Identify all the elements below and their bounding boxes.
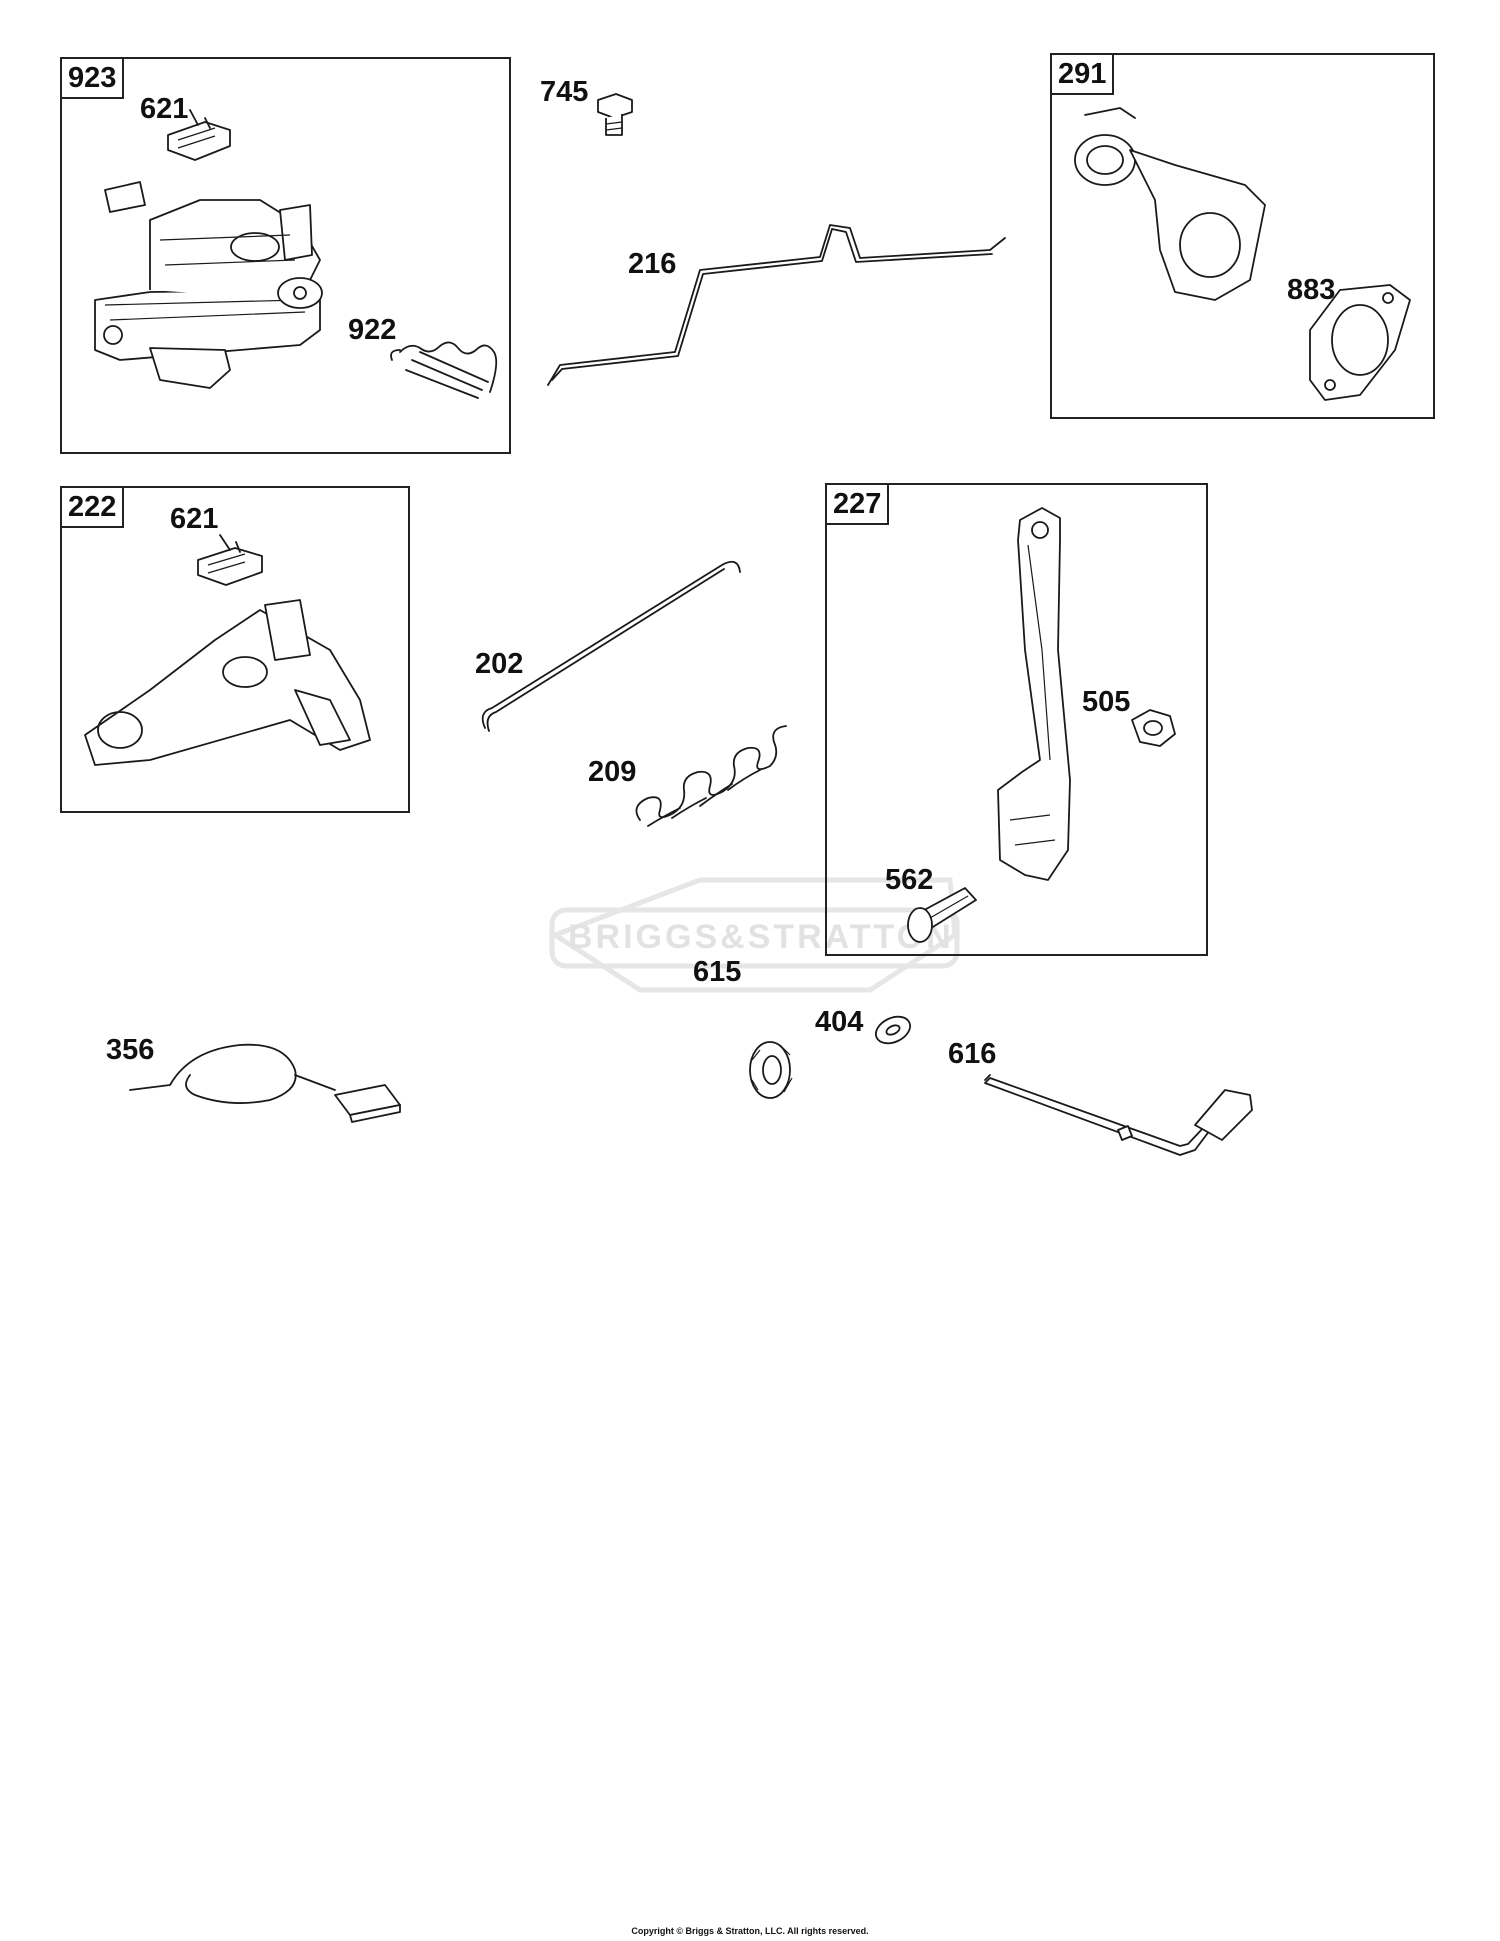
callout-209: 209 bbox=[588, 756, 637, 788]
callout-883: 883 bbox=[1287, 274, 1336, 306]
clip-621-top-drawing bbox=[167, 109, 231, 161]
bracket-222-drawing bbox=[84, 599, 371, 766]
link-rod-216-drawing bbox=[547, 224, 1006, 386]
bushing-615-drawing bbox=[749, 1041, 793, 1099]
callout-615: 615 bbox=[693, 956, 742, 988]
callout-745: 745 bbox=[540, 76, 589, 108]
callout-356: 356 bbox=[106, 1034, 155, 1066]
assembly-box-923: 923 bbox=[60, 57, 511, 454]
watermark-text: BRIGGS&STRATTON bbox=[568, 918, 954, 956]
assembly-box-222: 222 bbox=[60, 486, 410, 813]
nut-505-drawing bbox=[1131, 709, 1176, 747]
spring-209-drawing bbox=[635, 725, 787, 827]
callout-562: 562 bbox=[885, 864, 934, 896]
rod-202-drawing bbox=[481, 560, 741, 732]
solenoid-bracket-291-drawing bbox=[1074, 107, 1266, 301]
lever-616-drawing bbox=[984, 1074, 1253, 1156]
callout-505: 505 bbox=[1082, 686, 1131, 718]
governor-control-923-drawing bbox=[94, 181, 323, 389]
callout-216: 216 bbox=[628, 248, 677, 280]
callout-923: 923 bbox=[60, 57, 125, 99]
assembly-box-291: 291 bbox=[1050, 53, 1435, 419]
pin-562-drawing bbox=[907, 887, 977, 943]
callout-616: 616 bbox=[948, 1038, 997, 1070]
copyright-notice: Copyright © Briggs & Stratton, LLC. All … bbox=[631, 1926, 869, 1936]
bolt-745-drawing bbox=[597, 93, 633, 136]
gasket-883-drawing bbox=[1309, 284, 1411, 401]
washer-404-drawing bbox=[875, 1015, 911, 1045]
callout-227: 227 bbox=[825, 483, 890, 525]
callout-621-top: 621 bbox=[140, 93, 189, 125]
callout-291: 291 bbox=[1050, 53, 1115, 95]
clip-621-lower-drawing bbox=[197, 534, 263, 586]
wire-356-drawing bbox=[129, 1043, 401, 1123]
callout-202: 202 bbox=[475, 648, 524, 680]
callout-222: 222 bbox=[60, 486, 125, 528]
spring-922-drawing bbox=[390, 341, 498, 399]
callout-621-lower: 621 bbox=[170, 503, 219, 535]
callout-922: 922 bbox=[348, 314, 397, 346]
callout-404: 404 bbox=[815, 1006, 864, 1038]
lever-227-drawing bbox=[997, 507, 1071, 881]
assembly-box-227: 227 bbox=[825, 483, 1208, 956]
